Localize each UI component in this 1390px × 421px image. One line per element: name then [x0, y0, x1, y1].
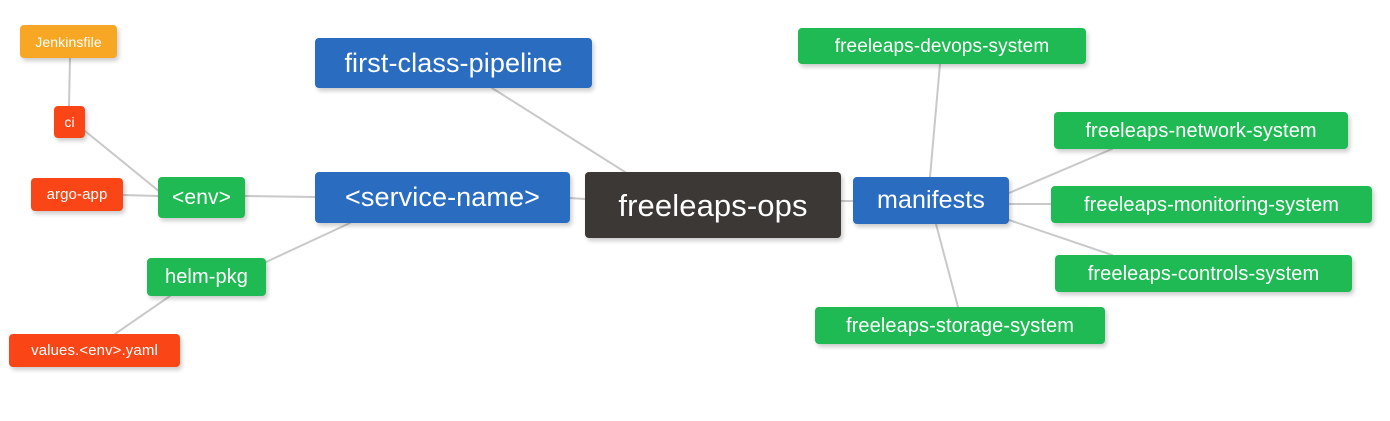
node-label-freeleaps-network-system: freeleaps-network-system	[1085, 119, 1317, 142]
node-label-freeleaps-devops-system: freeleaps-devops-system	[834, 35, 1050, 57]
node-freeleaps-ops[interactable]: freeleaps-ops	[585, 172, 841, 238]
node-first-class-pipeline[interactable]: first-class-pipeline	[315, 38, 592, 88]
node-label-ci: ci	[64, 114, 75, 130]
node-argo-app[interactable]: argo-app	[31, 178, 123, 211]
node-label-freeleaps-storage-system: freeleaps-storage-system	[845, 314, 1075, 337]
node-freeleaps-storage-system[interactable]: freeleaps-storage-system	[815, 307, 1105, 344]
node-label-helm-pkg: helm-pkg	[164, 266, 249, 288]
node-jenkinsfile[interactable]: Jenkinsfile	[20, 25, 117, 58]
node-label-freeleaps-ops: freeleaps-ops	[618, 187, 808, 223]
node-label-service-name: <service-name>	[345, 182, 540, 212]
node-service-name[interactable]: <service-name>	[315, 172, 570, 223]
edge-manifests-devops	[929, 63, 941, 178]
edge-servicename-ops	[569, 197, 586, 200]
edge-pipeline-ops	[491, 87, 626, 173]
edge-manifests-storage	[935, 223, 959, 308]
edge-servicename-helmpkg	[265, 222, 351, 263]
node-label-env: <env>	[172, 186, 231, 209]
edge-helmpkg-values	[114, 295, 171, 335]
node-label-argo-app: argo-app	[46, 186, 108, 203]
node-freeleaps-monitoring-system[interactable]: freeleaps-monitoring-system	[1051, 186, 1372, 223]
node-ci[interactable]: ci	[54, 106, 85, 138]
node-label-jenkinsfile: Jenkinsfile	[35, 33, 102, 50]
node-label-values-env-yaml: values.<env>.yaml	[31, 342, 158, 359]
node-freeleaps-network-system[interactable]: freeleaps-network-system	[1054, 112, 1348, 149]
node-freeleaps-devops-system[interactable]: freeleaps-devops-system	[798, 28, 1086, 64]
node-label-first-class-pipeline: first-class-pipeline	[344, 47, 563, 78]
node-values-env-yaml[interactable]: values.<env>.yaml	[9, 334, 180, 367]
node-label-freeleaps-monitoring-system: freeleaps-monitoring-system	[1083, 193, 1339, 216]
edge-jenkinsfile-ci	[68, 57, 71, 107]
edge-manifests-controls	[1008, 219, 1113, 256]
edge-env-servicename	[244, 195, 316, 198]
node-label-freeleaps-controls-system: freeleaps-controls-system	[1087, 262, 1320, 285]
node-freeleaps-controls-system[interactable]: freeleaps-controls-system	[1055, 255, 1352, 292]
node-manifests[interactable]: manifests	[853, 177, 1009, 224]
node-label-manifests: manifests	[877, 186, 985, 214]
node-helm-pkg[interactable]: helm-pkg	[147, 258, 266, 296]
node-env[interactable]: <env>	[158, 177, 245, 218]
edge-argoapp-env	[122, 194, 159, 197]
